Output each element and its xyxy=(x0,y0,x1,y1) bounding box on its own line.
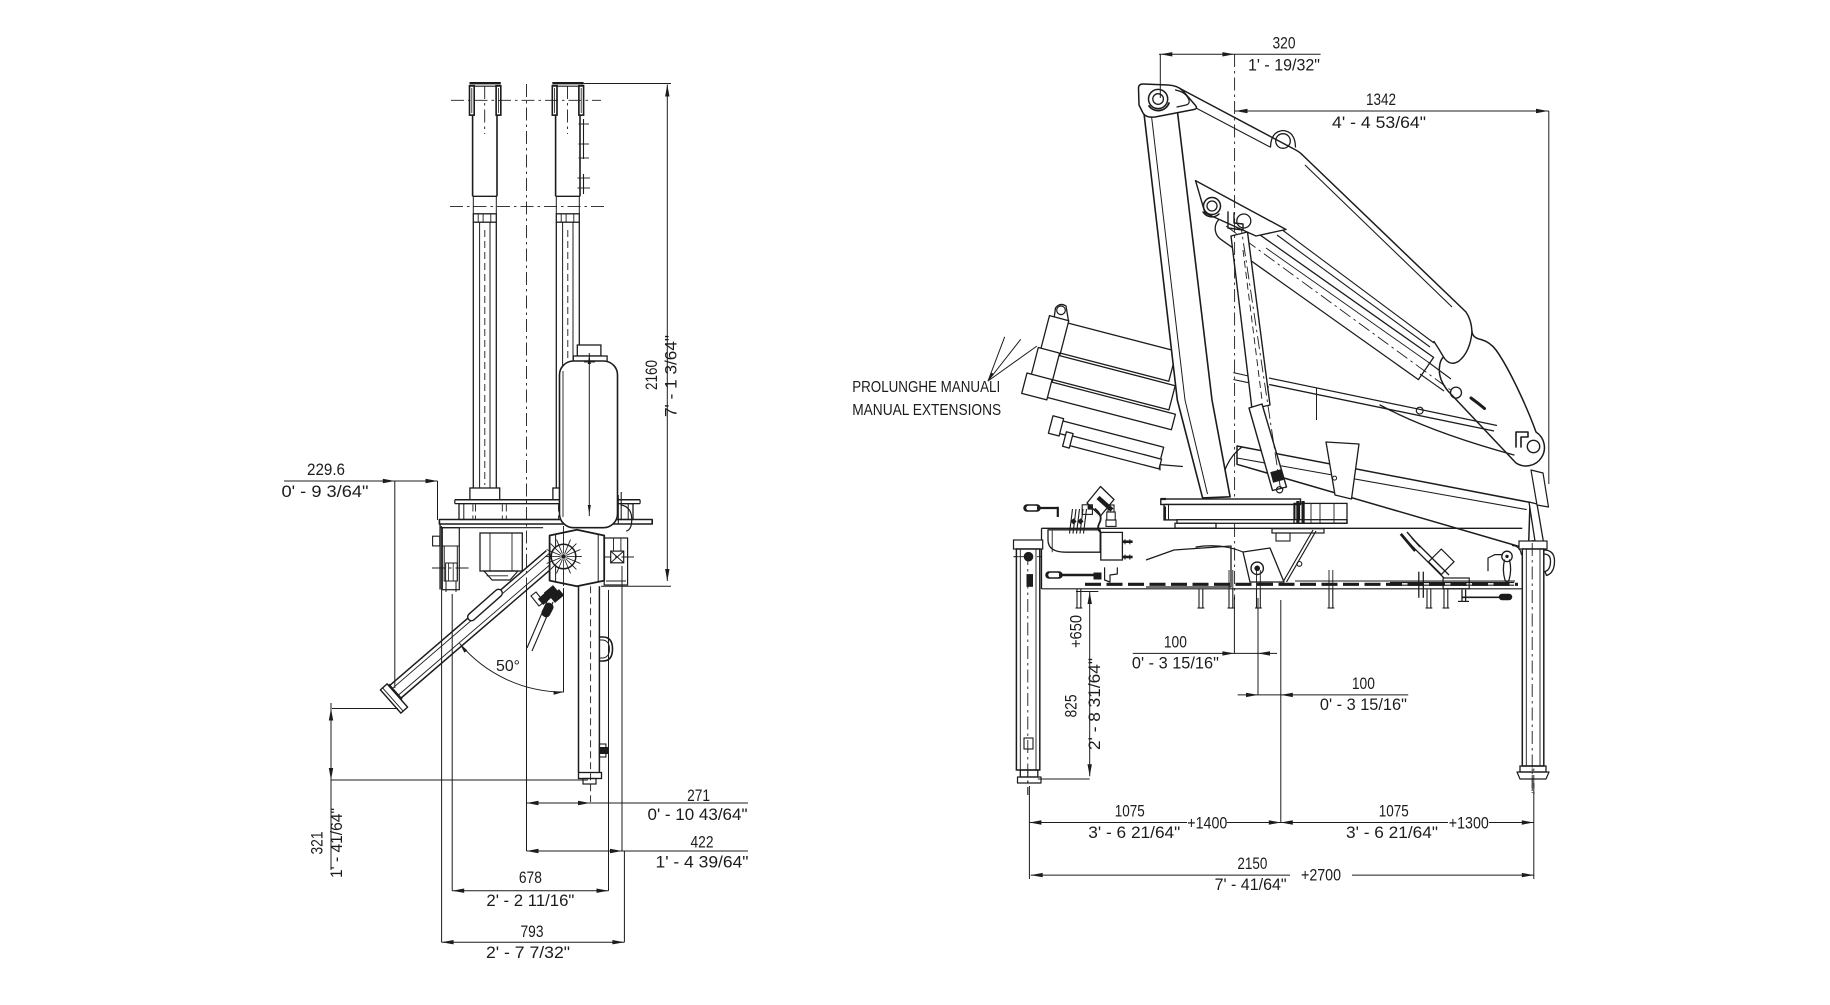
svg-text:0' - 9 3/64": 0' - 9 3/64" xyxy=(282,483,369,501)
svg-text:2' - 8 31/64": 2' - 8 31/64" xyxy=(1086,658,1104,750)
svg-text:7' - 1 3/64": 7' - 1 3/64" xyxy=(663,335,681,417)
svg-text:100: 100 xyxy=(1352,675,1375,693)
svg-text:2150: 2150 xyxy=(1237,855,1267,873)
svg-text:0' - 10 43/64": 0' - 10 43/64" xyxy=(648,806,748,824)
svg-text:2160: 2160 xyxy=(643,360,661,390)
svg-text:321: 321 xyxy=(309,832,327,855)
svg-text:+2700: +2700 xyxy=(1301,867,1341,885)
svg-text:50°: 50° xyxy=(496,658,520,675)
svg-text:678: 678 xyxy=(519,869,542,887)
svg-text:0' - 3 15/16": 0' - 3 15/16" xyxy=(1132,655,1219,673)
svg-text:229.6: 229.6 xyxy=(307,461,345,479)
svg-text:825: 825 xyxy=(1063,695,1081,718)
svg-text:PROLUNGHE MANUALI: PROLUNGHE MANUALI xyxy=(852,379,1000,396)
svg-text:2' - 7 7/32": 2' - 7 7/32" xyxy=(486,944,570,962)
svg-text:3' - 6 21/64": 3' - 6 21/64" xyxy=(1088,824,1180,842)
svg-text:2' - 2 11/16": 2' - 2 11/16" xyxy=(486,892,574,910)
svg-text:+650: +650 xyxy=(1068,615,1086,648)
svg-text:4' - 4 53/64": 4' - 4 53/64" xyxy=(1332,114,1426,132)
svg-text:1' - 19/32": 1' - 19/32" xyxy=(1248,57,1320,75)
svg-text:+1400: +1400 xyxy=(1187,815,1227,833)
svg-text:1075: 1075 xyxy=(1379,803,1409,821)
svg-text:271: 271 xyxy=(687,787,710,805)
svg-text:1075: 1075 xyxy=(1115,803,1145,821)
svg-text:793: 793 xyxy=(521,923,544,941)
svg-text:3' - 6 21/64": 3' - 6 21/64" xyxy=(1346,824,1438,842)
svg-text:100: 100 xyxy=(1164,634,1187,652)
svg-text:0' - 3 15/16": 0' - 3 15/16" xyxy=(1320,696,1407,714)
svg-text:7' - 41/64": 7' - 41/64" xyxy=(1215,876,1287,894)
svg-text:320: 320 xyxy=(1273,35,1296,53)
svg-text:1' - 4 39/64": 1' - 4 39/64" xyxy=(656,854,749,872)
svg-text:1' - 41/64": 1' - 41/64" xyxy=(328,808,346,878)
svg-text:1342: 1342 xyxy=(1366,91,1396,109)
svg-text:MANUAL EXTENSIONS: MANUAL EXTENSIONS xyxy=(852,402,1001,419)
svg-text:+1300: +1300 xyxy=(1449,815,1489,833)
svg-text:422: 422 xyxy=(691,834,714,852)
